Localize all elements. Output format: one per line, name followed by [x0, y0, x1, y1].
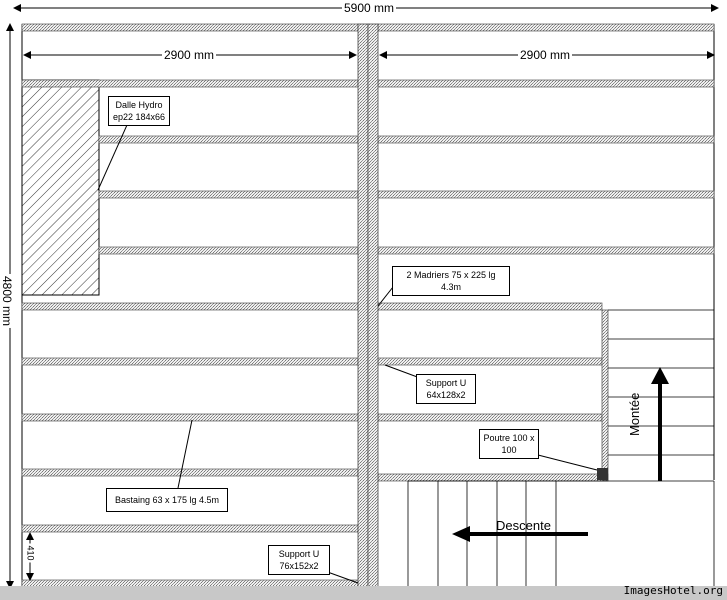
bastaing-label: Bastaing 63 x 175 lg 4.5m	[106, 488, 228, 512]
stair-up-label: Montée	[627, 392, 642, 436]
overall-width-label: 5900 mm	[342, 1, 397, 15]
up-arrow-head	[651, 367, 669, 384]
stair-trimmer	[601, 309, 609, 481]
dalle-hydro-area	[21, 79, 100, 296]
down-arrow-head	[452, 526, 470, 542]
watermark: ImagesHotel.org	[623, 584, 723, 597]
small-gap-label: 410	[25, 543, 36, 563]
central-beam	[357, 23, 379, 589]
poutre-end-block	[597, 468, 608, 480]
madriers-label: 2 Madriers 75 x 225 lg 4.3m	[392, 266, 510, 296]
bottom-strip	[0, 586, 727, 600]
left-bay-width-label: 2900 mm	[162, 48, 217, 62]
poutre-label: Poutre 100 x 100	[479, 429, 539, 459]
support-u-right-label: Support U 64x128x2	[416, 374, 476, 404]
support-u-bottom-label: Support U 76x152x2	[268, 545, 330, 575]
overall-height-label: 4800 mm	[0, 273, 15, 329]
right-bay-width-label: 2900 mm	[518, 48, 573, 62]
right-joists	[377, 23, 715, 482]
stair-down-label: Descente	[496, 518, 551, 533]
dalle-hydro-label: Dalle Hydro ep22 184x66	[108, 96, 170, 126]
